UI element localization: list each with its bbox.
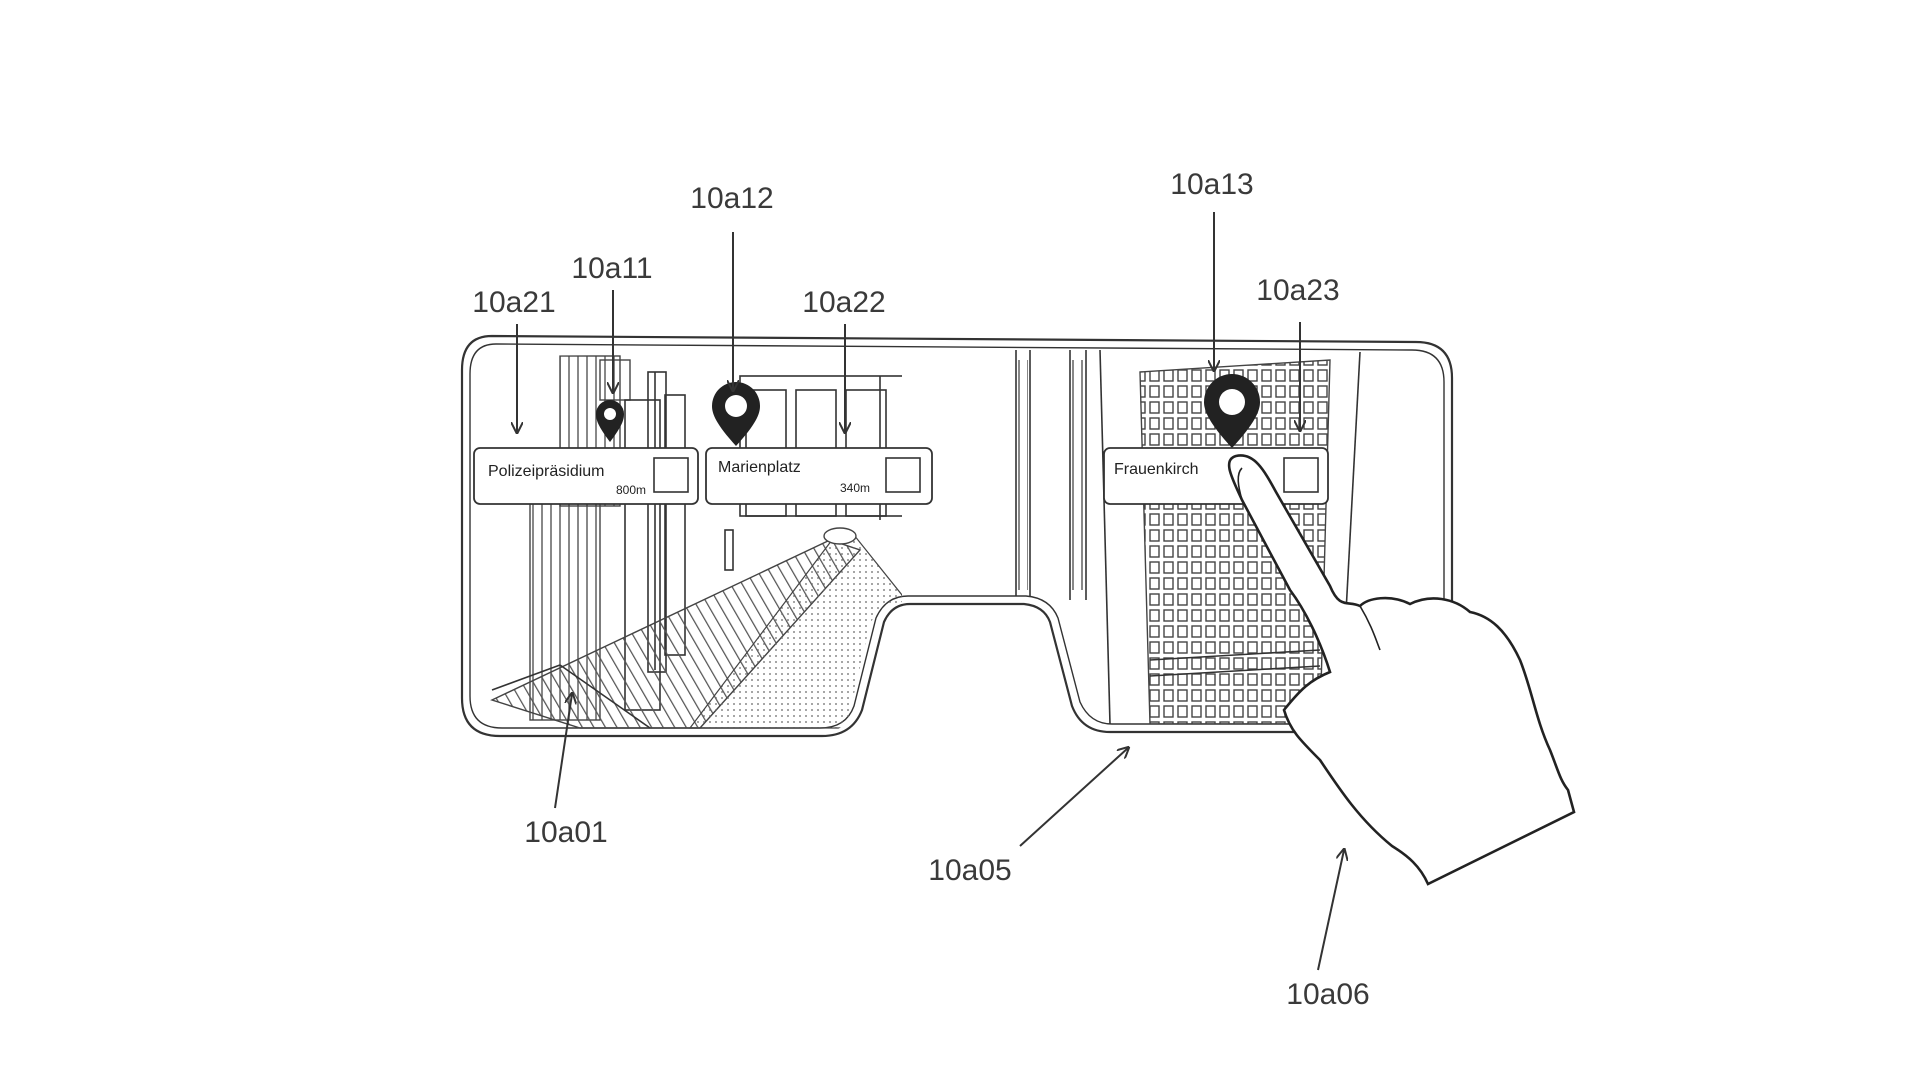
checkbox-icon[interactable] [653,457,689,493]
bridge-scene [1015,350,1087,600]
ref-label-10a13: 10a13 [1170,168,1253,201]
checkbox-icon[interactable] [1283,457,1319,493]
poi-card-name: Marienplatz [718,459,801,476]
poi-card-distance: 800m [616,483,646,497]
poi-card-name: Polizeipräsidium [488,463,605,480]
checkbox-icon[interactable] [885,457,921,493]
hand-icon [1227,454,1576,886]
reference-arrows [517,212,1344,971]
poi-card[interactable]: Marienplatz 340m [705,447,933,505]
poi-card-name: Frauenkirch [1114,461,1198,478]
ref-label-10a21: 10a21 [472,286,555,319]
location-pin-icon[interactable] [712,382,760,446]
ref-label-10a23: 10a23 [1256,274,1339,307]
ref-label-10a22: 10a22 [802,286,885,319]
ref-label-10a05: 10a05 [928,854,1011,887]
location-pin-icon[interactable] [1204,374,1260,448]
ref-label-10a12: 10a12 [690,182,773,215]
ref-label-10a06: 10a06 [1286,978,1369,1011]
ref-label-10a01: 10a01 [524,816,607,849]
poi-card[interactable]: Polizeipräsidium 800m [473,447,699,505]
location-pin-icon[interactable] [596,400,624,442]
poi-card[interactable]: Frauenkirch [1103,447,1329,505]
ref-label-10a11: 10a11 [571,252,652,285]
reference-labels: 10a21 10a11 10a12 10a22 10a13 10a23 10a0… [472,168,1369,1011]
poi-card-distance: 340m [840,481,870,495]
left-lens-scene [490,355,902,729]
